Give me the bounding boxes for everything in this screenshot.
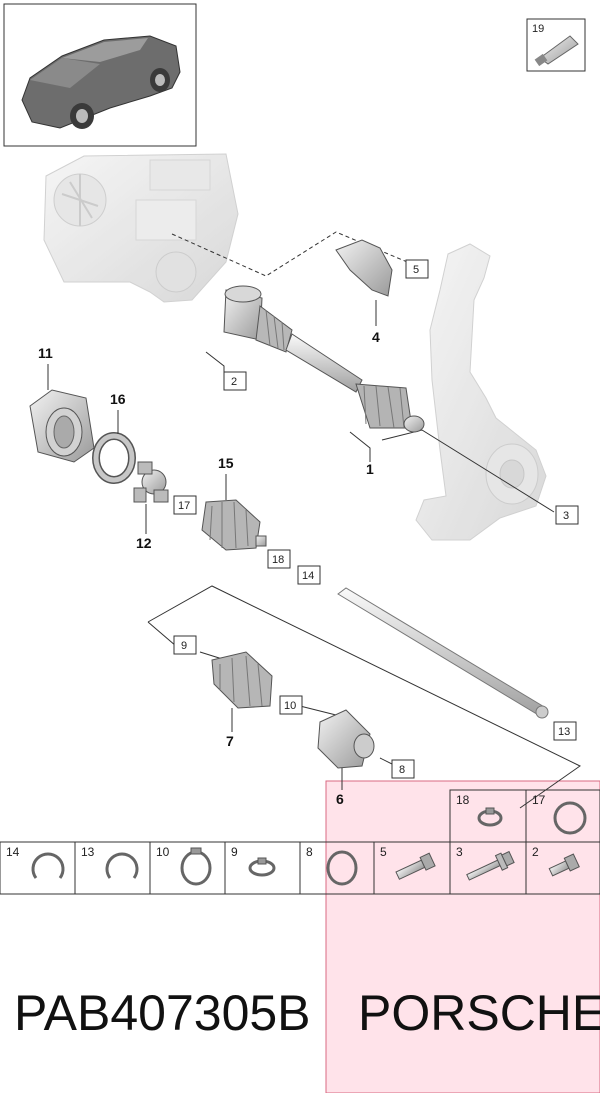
o-ring-icon xyxy=(326,850,358,886)
collar-bolt-icon xyxy=(466,850,515,881)
callout-1: 1 xyxy=(366,461,374,477)
callout-18: 18 xyxy=(272,554,284,566)
callout-9: 9 xyxy=(181,640,187,652)
bolt-icon xyxy=(395,852,436,880)
cv-joint xyxy=(317,709,375,769)
grease-tube-icon xyxy=(539,35,579,65)
callout-8: 8 xyxy=(399,764,405,776)
joint-housing xyxy=(29,389,95,463)
clamp-icon xyxy=(248,857,276,877)
bearing-ring xyxy=(92,432,136,484)
callout-5: 5 xyxy=(413,264,419,276)
table-label-2: 2 xyxy=(532,845,539,859)
table-label-3: 3 xyxy=(456,845,463,859)
bold-callouts: 4 1 11 16 12 15 7 6 xyxy=(38,329,380,807)
wheel-carrier xyxy=(415,243,547,541)
callout-6: 6 xyxy=(336,791,344,807)
table-label-14: 14 xyxy=(6,845,20,859)
table-label-9: 9 xyxy=(231,845,238,859)
highlight-panel xyxy=(325,780,600,1093)
callout-19: 19 xyxy=(532,23,544,35)
brand-name: PORSCHE xyxy=(358,985,600,1041)
clamp-icon xyxy=(477,807,503,827)
callout-15: 15 xyxy=(218,455,234,471)
callout-16: 16 xyxy=(110,391,126,407)
callout-13: 13 xyxy=(558,726,570,738)
circlip-icon xyxy=(31,852,65,879)
parts-table-row-2: 14 13 10 9 8 5 3 2 xyxy=(0,841,600,895)
car-thumbnail xyxy=(3,3,197,147)
table-label-8: 8 xyxy=(306,845,313,859)
table-label-13: 13 xyxy=(81,845,95,859)
snap-ring-icon xyxy=(553,801,587,835)
callout-3: 3 xyxy=(563,510,569,522)
intermediate-shaft xyxy=(337,587,549,719)
hose-clamp-icon xyxy=(180,847,212,886)
drive-shaft-assembly xyxy=(223,285,425,433)
callout-2: 2 xyxy=(231,376,237,388)
table-label-17: 17 xyxy=(532,793,546,807)
part-number: PAB407305B xyxy=(14,985,311,1041)
inner-joint-boot xyxy=(201,499,267,551)
callout-17: 17 xyxy=(178,500,190,512)
callout-4: 4 xyxy=(372,329,380,345)
boxed-callouts: 5 2 3 17 18 14 9 10 13 8 xyxy=(173,259,579,779)
table-label-5: 5 xyxy=(380,845,387,859)
circlip-icon xyxy=(105,852,139,879)
callout-14: 14 xyxy=(302,570,314,582)
callout-10: 10 xyxy=(284,700,296,712)
leader-lines xyxy=(47,300,377,790)
outer-joint-boot xyxy=(211,651,273,709)
heat-shield xyxy=(335,239,393,297)
callout-7: 7 xyxy=(226,733,234,749)
grease-tube-box: 19 xyxy=(526,18,586,72)
callout-12: 12 xyxy=(136,535,152,551)
tripod-joint xyxy=(133,461,169,503)
short-bolt-icon xyxy=(548,853,580,877)
callout-11: 11 xyxy=(38,345,53,361)
engine-block xyxy=(43,153,239,303)
table-label-18: 18 xyxy=(456,793,470,807)
table-label-10: 10 xyxy=(156,845,170,859)
